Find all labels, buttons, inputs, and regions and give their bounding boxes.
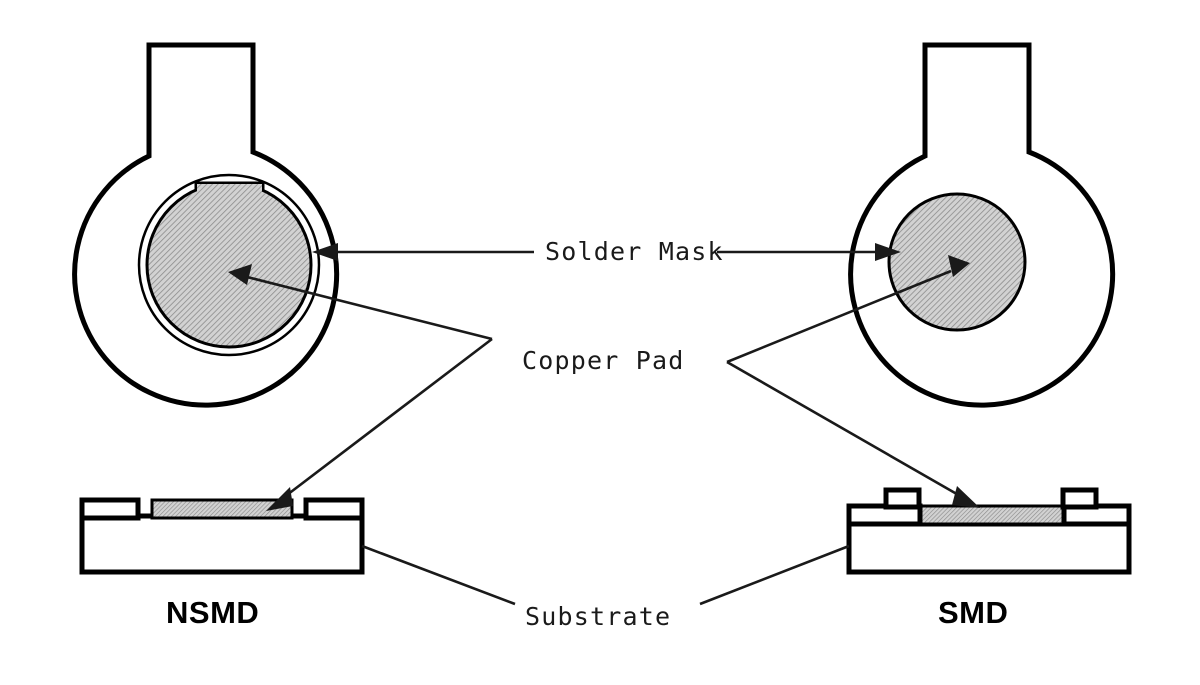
copper-pad-arrowhead-topview-right xyxy=(948,255,970,277)
smd-substrate xyxy=(846,521,1132,575)
copper-pad-leader-left xyxy=(228,264,493,511)
smd-top-view xyxy=(848,42,1116,408)
smd-solder-mask-bump-right xyxy=(1060,487,1099,510)
solder-mask-label: Solder Mask xyxy=(545,237,724,266)
substrate-leader-left xyxy=(361,544,516,606)
nsmd-copper-pad-section xyxy=(150,498,294,520)
nsmd-solder-mask-opening-ring xyxy=(137,173,321,357)
substrate-leader-right xyxy=(699,544,850,606)
copper-pad-arrowhead-section-right xyxy=(952,486,980,508)
copper-pad-arrowhead-section-left xyxy=(266,487,293,511)
copper-pad-arrowhead-topview-left xyxy=(228,264,252,285)
solder-mask-arrowhead-right xyxy=(875,243,901,261)
smd-cross-section xyxy=(846,487,1132,575)
solder-mask-arrowhead-left xyxy=(312,243,338,261)
smd-caption: SMD xyxy=(938,595,1008,630)
nsmd-copper-pad-fill xyxy=(147,183,311,347)
nsmd-top-view xyxy=(72,42,340,408)
solder-mask-leader-left xyxy=(312,243,534,261)
nsmd-pad-trace-notch-fill xyxy=(197,184,262,198)
substrate-label: Substrate xyxy=(525,602,671,631)
nsmd-cross-section xyxy=(79,497,365,575)
smd-solder-mask-bump-left xyxy=(883,487,922,510)
smd-copper-pad-section xyxy=(911,504,1075,526)
nsmd-caption: NSMD xyxy=(166,595,259,630)
nsmd-solder-mask-right xyxy=(303,497,365,521)
copper-pad-label: Copper Pad xyxy=(522,346,685,375)
solder-mask-leader-right xyxy=(717,243,901,261)
smd-copper-pad-outline xyxy=(887,192,1027,332)
nsmd-substrate xyxy=(79,513,365,575)
nsmd-solder-mask-left xyxy=(79,497,141,521)
copper-pad-leader-right xyxy=(726,255,980,508)
